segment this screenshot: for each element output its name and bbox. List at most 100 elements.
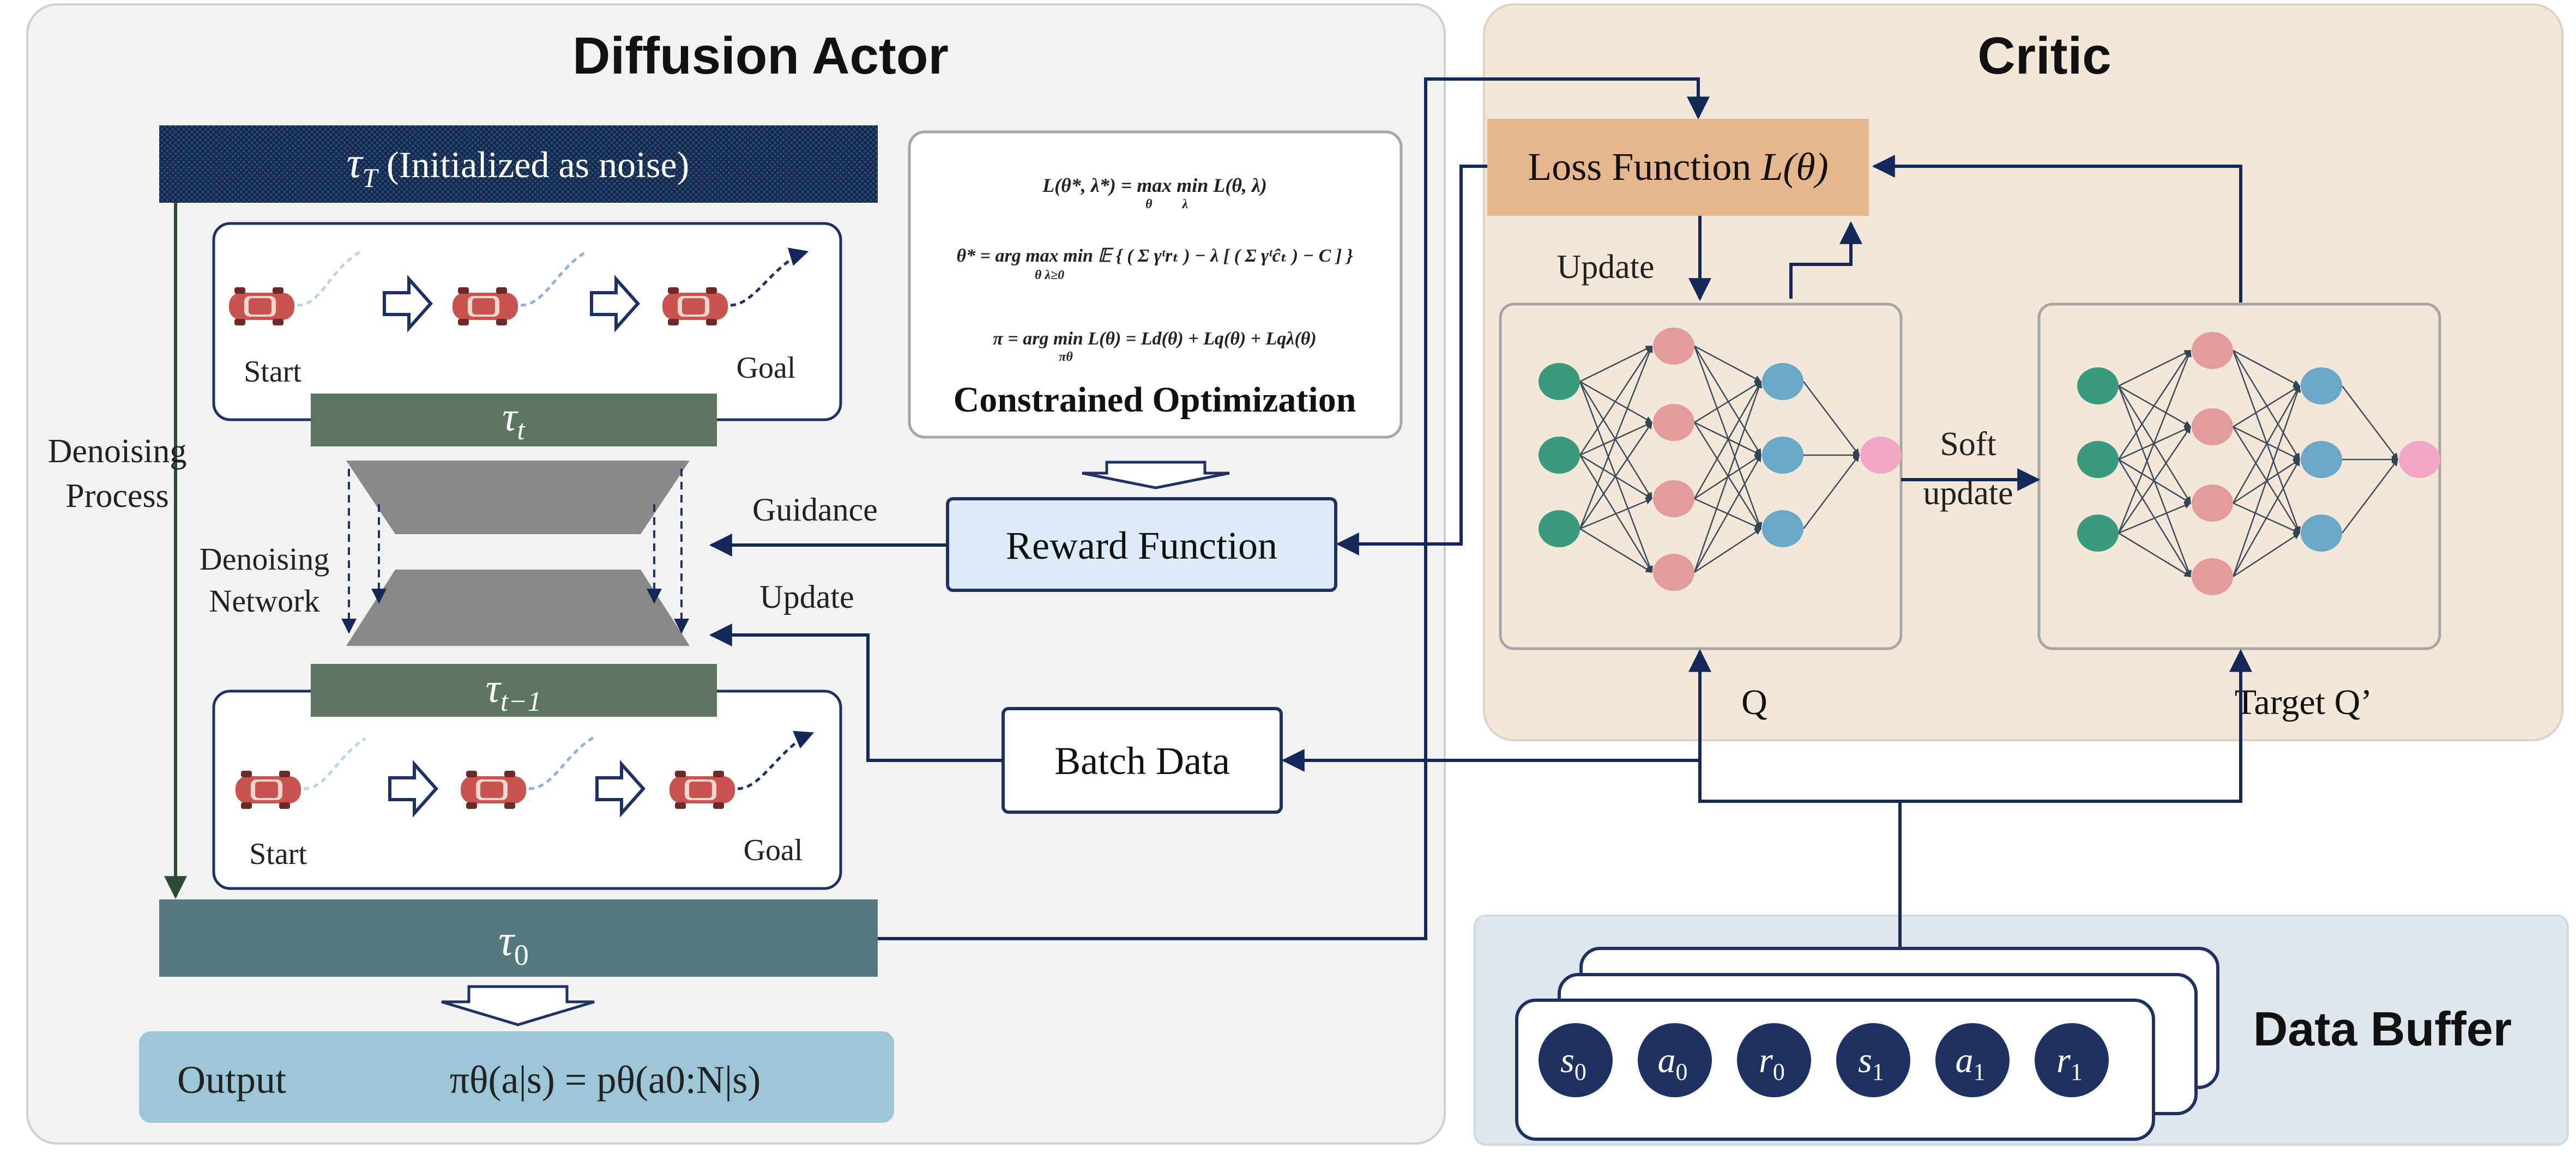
network-node bbox=[1860, 437, 1902, 474]
tau0-to-loss-line bbox=[878, 77, 1710, 940]
network-node bbox=[2301, 441, 2342, 478]
network-edge bbox=[1693, 346, 1763, 530]
start-label-lower: Start bbox=[249, 837, 307, 871]
loss-function-box bbox=[1487, 119, 1869, 216]
network-node bbox=[1762, 437, 1803, 474]
network-node bbox=[1653, 404, 1694, 441]
actor-update-label: Update bbox=[759, 579, 854, 615]
buffer-item-label: r1 bbox=[2056, 1041, 2083, 1085]
network-edge bbox=[1579, 345, 1653, 456]
car-icon bbox=[669, 771, 735, 809]
network-edge bbox=[2232, 385, 2301, 577]
network-node bbox=[2301, 367, 2342, 404]
network-edge bbox=[2118, 502, 2192, 534]
q-label: Q bbox=[1741, 682, 1767, 722]
network-node bbox=[2192, 485, 2233, 522]
q-to-loss-arrow bbox=[1789, 221, 1862, 299]
buffer-item-label: s1 bbox=[1858, 1041, 1884, 1085]
network-edge bbox=[2232, 350, 2301, 534]
target-q-label: Target Q’ bbox=[2235, 682, 2373, 722]
network-node bbox=[1653, 554, 1694, 591]
network-edge bbox=[2342, 385, 2398, 460]
output-box bbox=[139, 1031, 894, 1123]
denoising-network-label-1: Denoising bbox=[200, 541, 329, 577]
target-q-network-graph bbox=[2077, 332, 2440, 595]
car-icon bbox=[461, 771, 526, 809]
network-edge bbox=[1694, 380, 1762, 424]
network-edge bbox=[1579, 345, 1653, 383]
buffer-item-label: a0 bbox=[1658, 1041, 1688, 1085]
critic-title: Critic bbox=[1977, 27, 2111, 85]
buffer-item-circle bbox=[1638, 1023, 1712, 1097]
network-edge bbox=[2118, 458, 2192, 504]
tau-t-bar bbox=[311, 394, 717, 446]
goal-label: Goal bbox=[737, 351, 796, 385]
denoising-network-lower bbox=[346, 570, 690, 646]
equation-3: π = arg min L(θ) = Ld(θ) + Lq(θ) + Lqλ(θ… bbox=[993, 329, 1316, 349]
constrained-optimization-title: Constrained Optimization bbox=[954, 380, 1356, 420]
constrained-optimization-box bbox=[908, 130, 1403, 439]
network-edge bbox=[1693, 454, 1762, 573]
network-edge bbox=[1579, 528, 1653, 573]
buffer-item-circle bbox=[1935, 1023, 2010, 1097]
goal-label-lower: Goal bbox=[744, 833, 803, 867]
network-node bbox=[1539, 363, 1580, 400]
network-edge bbox=[2233, 385, 2301, 428]
network-edge bbox=[1693, 346, 1762, 456]
output-label: Output bbox=[177, 1058, 286, 1102]
equation-1: L(θ*, λ*) = max min L(θ, λ) bbox=[1042, 174, 1267, 196]
output-arrow-icon bbox=[441, 985, 595, 1026]
network-node bbox=[1539, 510, 1580, 547]
network-node bbox=[2077, 441, 2119, 478]
network-edge bbox=[1579, 498, 1653, 530]
buffer-item-label: s0 bbox=[1560, 1041, 1586, 1085]
network-node bbox=[2301, 515, 2342, 552]
network-edge bbox=[2117, 349, 2192, 534]
noise-bar bbox=[159, 125, 878, 203]
reward-function-label: Reward Function bbox=[1006, 524, 1277, 567]
soft-update-label-1: Soft bbox=[1940, 426, 1996, 463]
network-edge bbox=[1579, 345, 1653, 529]
car-icon bbox=[236, 771, 301, 809]
buffer-title: Data Buffer bbox=[2253, 1002, 2512, 1056]
q-network-graph bbox=[1539, 328, 1902, 591]
buffer-item-circle bbox=[1737, 1023, 1811, 1097]
network-edge bbox=[2232, 458, 2301, 577]
buffer-item-circle bbox=[2035, 1023, 2109, 1097]
network-edge bbox=[2232, 350, 2301, 461]
noise-label: τT (Initialized as noise) bbox=[347, 139, 690, 193]
network-edge bbox=[2117, 349, 2192, 460]
network-edge bbox=[2233, 349, 2301, 387]
network-node bbox=[1653, 328, 1694, 365]
network-edge bbox=[1694, 528, 1762, 573]
network-edge bbox=[2118, 349, 2192, 387]
trajectory-box-upper bbox=[212, 222, 842, 421]
soft-update-label-2: update bbox=[1923, 475, 2013, 512]
denoising-process-label-1: Denoising bbox=[48, 433, 187, 470]
actor-title: Diffusion Actor bbox=[572, 27, 949, 85]
equation-2-under: θ λ≥0 bbox=[1035, 268, 1064, 282]
tau-t-label: τt bbox=[502, 394, 526, 446]
network-edge bbox=[2232, 385, 2301, 504]
batch-data-label: Batch Data bbox=[1054, 739, 1230, 783]
network-edge bbox=[1579, 380, 1653, 424]
actor-update-arrow bbox=[709, 624, 1003, 762]
tau-0-bar bbox=[159, 899, 878, 977]
denoising-network-label-2: Network bbox=[209, 583, 320, 619]
denoising-network-upper bbox=[346, 461, 690, 534]
buffer-item-label: a1 bbox=[1956, 1041, 1986, 1085]
loss-to-reward-arrow bbox=[1336, 165, 1487, 555]
network-node bbox=[1653, 480, 1694, 517]
tau-0-label: τ0 bbox=[498, 917, 529, 971]
buffer-to-target-arrow bbox=[1900, 649, 2252, 803]
network-edge bbox=[1579, 421, 1653, 529]
network-node bbox=[1539, 437, 1580, 474]
car-icon bbox=[662, 287, 728, 325]
network-edge bbox=[1694, 345, 1762, 383]
network-edge bbox=[1693, 380, 1762, 499]
network-edge bbox=[2342, 459, 2398, 534]
network-node bbox=[1762, 510, 1803, 547]
network-node bbox=[2192, 332, 2233, 369]
